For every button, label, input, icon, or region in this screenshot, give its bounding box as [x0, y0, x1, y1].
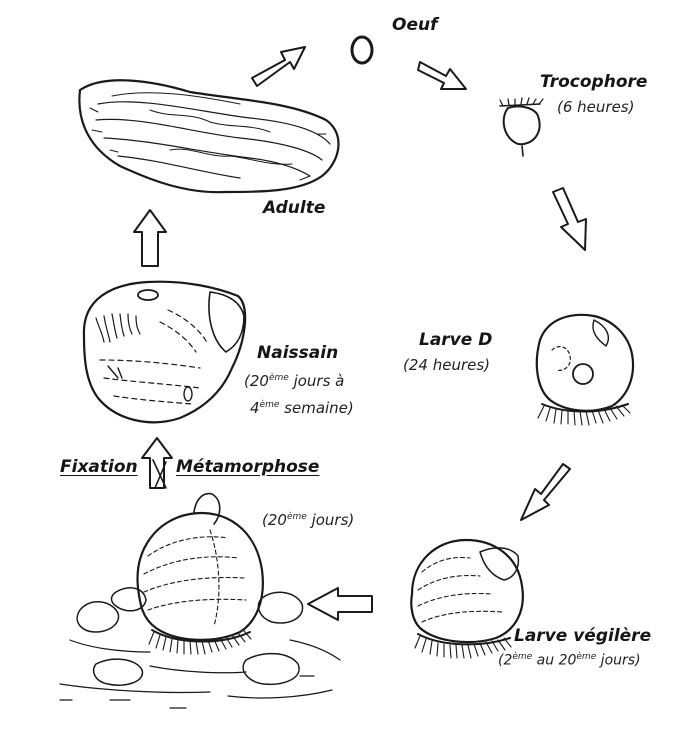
trocophore-drawing [500, 98, 543, 156]
arrow-veliger-to-fixation [308, 588, 372, 620]
trocophore-label: Trocophore [540, 72, 647, 92]
arrow-fixation-to-naissain [142, 438, 172, 488]
arrow-larve-d-to-veliger [521, 464, 570, 520]
arrow-egg-to-trocophore [418, 62, 466, 89]
naissain-time-line1: (20ème jours à [244, 372, 344, 390]
fixation-time-suffix: jours) [307, 511, 354, 529]
veliger-time-sup2: ème [576, 652, 596, 662]
egg-label: Oeuf [392, 15, 437, 35]
adult-label: Adulte [263, 198, 325, 218]
larve-d-label: Larve D [419, 330, 492, 350]
naissain-time-line1-sup: ème [269, 373, 289, 383]
larve-d-drawing [537, 315, 633, 425]
adult-oyster-drawing [79, 80, 338, 192]
veliger-label: Larve végilère [514, 626, 651, 646]
veliger-drawing [411, 540, 523, 658]
naissain-time-line1-prefix: (20 [244, 372, 269, 390]
larve-d-time: (24 heures) [403, 356, 490, 374]
arrow-adult-to-egg [252, 47, 305, 86]
veliger-time: (2ème au 20ème jours) [498, 652, 641, 669]
fixation-label: Fixation [60, 457, 138, 477]
veliger-time-sup1: ème [512, 652, 532, 662]
trocophore-time: (6 heures) [557, 98, 634, 116]
naissain-time-line2: 4ème semaine) [250, 399, 354, 417]
naissain-label: Naissain [257, 343, 338, 363]
naissain-time-line2-suffix: semaine) [279, 399, 353, 417]
arrow-trocophore-to-larve-d [553, 188, 586, 250]
veliger-time-suffix: jours) [596, 653, 640, 669]
naissain-drawing [84, 282, 245, 423]
fixation-time: (20ème jours) [262, 511, 354, 529]
metamorphose-label: Métamorphose [176, 457, 319, 477]
veliger-time-prefix: (2 [498, 653, 512, 669]
naissain-time-line2-prefix: 4 [250, 399, 260, 417]
naissain-time-line1-suffix: jours à [289, 372, 345, 390]
naissain-time-line2-sup: ème [260, 400, 280, 410]
egg-drawing [352, 37, 372, 63]
fixation-time-prefix: (20 [262, 511, 287, 529]
veliger-time-mid: au 20 [532, 653, 576, 669]
fixation-time-sup: ème [287, 512, 307, 522]
arrow-naissain-to-adult [134, 210, 166, 266]
